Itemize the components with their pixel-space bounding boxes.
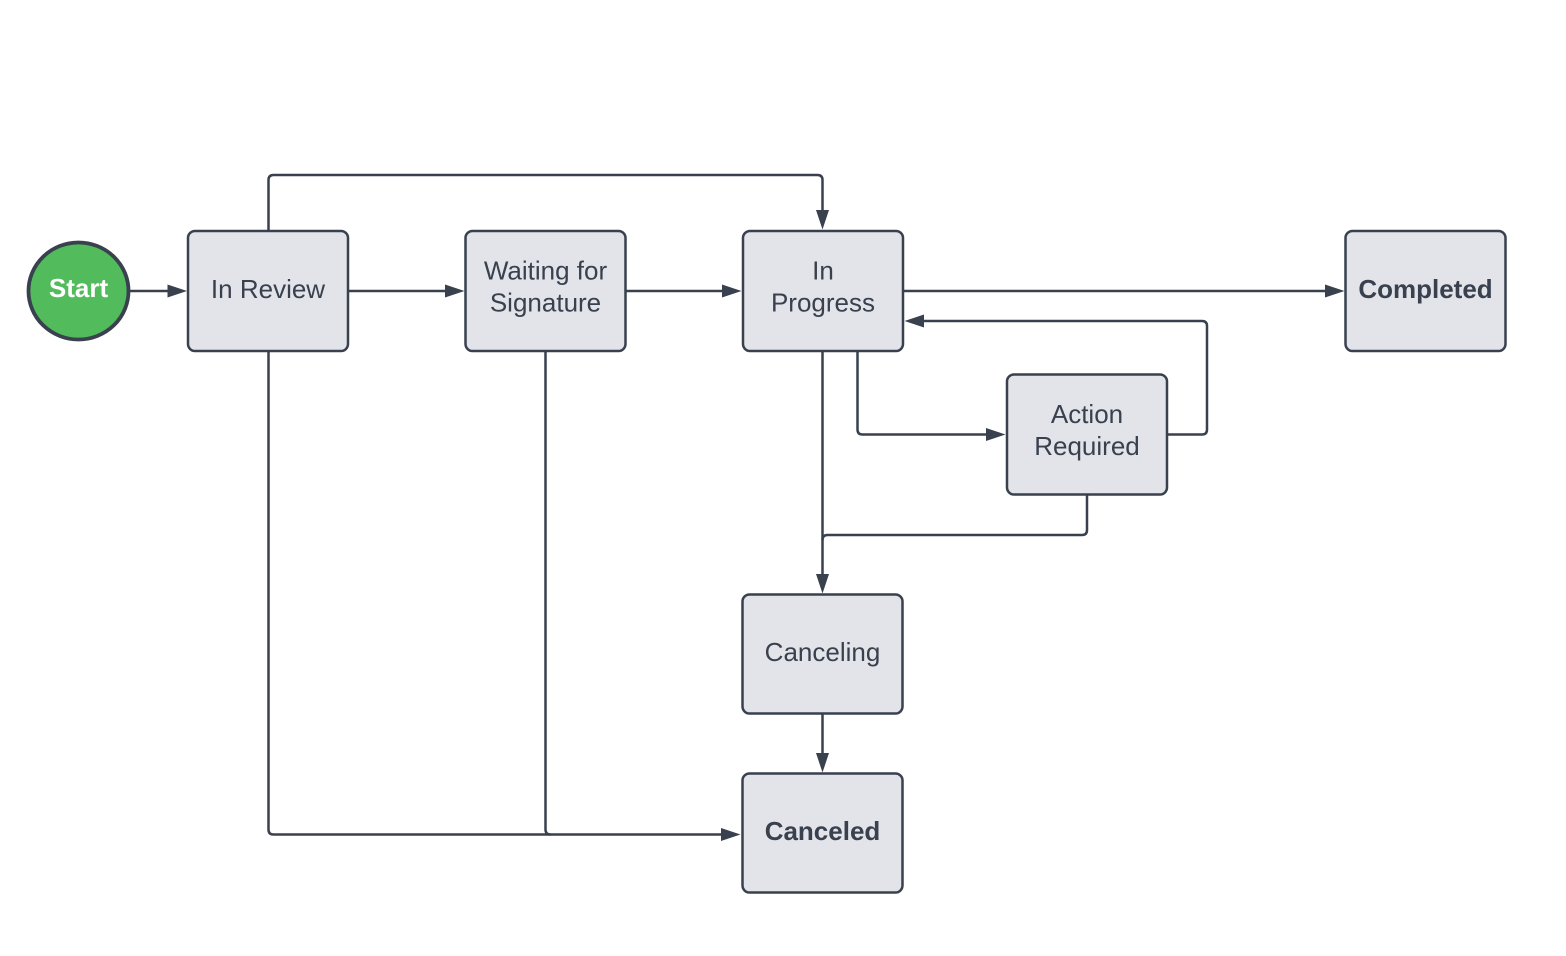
svg-text:Completed: Completed <box>1358 274 1492 304</box>
svg-text:Canceled: Canceled <box>765 816 881 846</box>
svg-text:Waiting for: Waiting for <box>484 256 608 286</box>
svg-text:In: In <box>812 256 834 286</box>
svg-text:Action: Action <box>1051 399 1123 429</box>
svg-text:Progress: Progress <box>771 288 875 318</box>
svg-text:Signature: Signature <box>490 288 601 318</box>
svg-text:In Review: In Review <box>211 274 325 304</box>
svg-text:Required: Required <box>1034 431 1140 461</box>
svg-text:Start: Start <box>49 273 109 303</box>
svg-text:Canceling: Canceling <box>765 637 881 667</box>
